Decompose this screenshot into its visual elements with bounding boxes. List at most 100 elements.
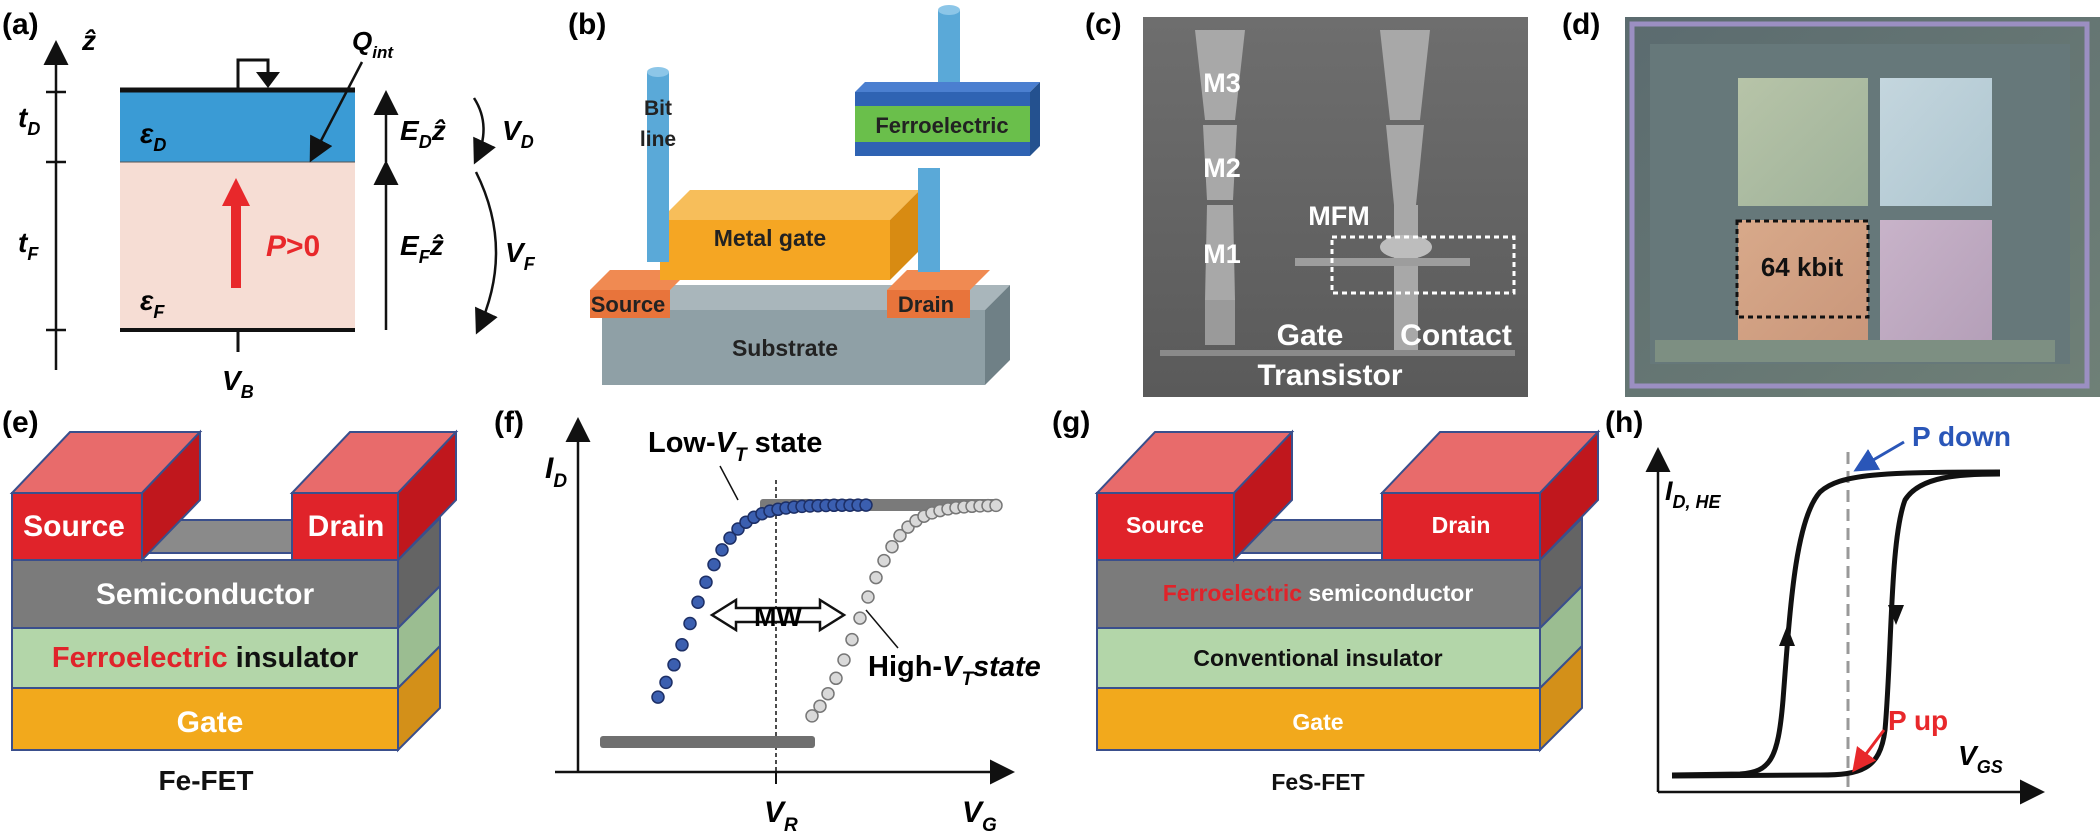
memory-block-tl bbox=[1738, 78, 1868, 206]
low-vt-curve-point bbox=[667, 658, 681, 672]
memory-block-br bbox=[1880, 220, 1992, 348]
ferro-bottom-electrode bbox=[855, 142, 1030, 156]
high-vt-curve-point bbox=[821, 686, 835, 701]
panel-g: (g) Source Drain Ferroelectric semicondu… bbox=[1052, 406, 1601, 795]
ferro-top-electrode-top bbox=[855, 82, 1040, 92]
Qint-label: Qint bbox=[352, 26, 394, 62]
drain-label: Drain bbox=[308, 510, 385, 543]
periphery-strip bbox=[1655, 340, 2055, 362]
memory-window-arrow bbox=[709, 597, 847, 633]
polarization-arrowhead-icon bbox=[222, 178, 250, 206]
panel-g-label: (g) bbox=[1052, 406, 1090, 439]
Qint-pointer bbox=[309, 61, 364, 163]
low-vt-curve-point bbox=[699, 575, 713, 589]
via-m1 bbox=[1205, 205, 1235, 300]
ferroelectric-label: Ferroelectric bbox=[875, 113, 1008, 138]
panel-b: (b) Substrate Source Drain Metal gate Bi… bbox=[568, 5, 1040, 385]
VF-arc bbox=[474, 171, 498, 335]
panel-h: (h) ID, HE VGS P down P up bbox=[1605, 406, 2045, 805]
ED-label: EDẑ bbox=[400, 115, 446, 152]
vr-label: VR bbox=[764, 796, 798, 833]
high-vt-curve-point bbox=[805, 709, 819, 723]
hysteresis-down-branch bbox=[1671, 471, 2001, 779]
drain-block bbox=[887, 290, 970, 318]
p-up-pointer bbox=[1852, 729, 1886, 773]
contact-label: Contact bbox=[1400, 319, 1512, 352]
drain-block bbox=[291, 492, 399, 561]
top-terminal bbox=[236, 58, 270, 90]
off-state-baseline bbox=[600, 736, 815, 748]
substrate-side bbox=[985, 285, 1010, 385]
low-vt-curve-point bbox=[723, 531, 737, 545]
panel-d: (d) 64 kbit bbox=[1562, 8, 2100, 397]
low-vt-pointer bbox=[719, 465, 739, 501]
high-vt-curve-point bbox=[989, 498, 1003, 513]
g-ferro-semiconductor-label: Ferroelectric semiconductor bbox=[1163, 580, 1474, 606]
source-block bbox=[11, 492, 143, 561]
panel-c: (c) M3 M2 M1 MFM Gate Contact Transistor bbox=[1085, 8, 1528, 397]
z-axis-label: ẑ bbox=[81, 25, 96, 56]
transistor-label: Transistor bbox=[1257, 359, 1402, 392]
low-vt-curve-point bbox=[675, 638, 689, 652]
semiconductor-label: Semiconductor bbox=[96, 578, 315, 611]
metal-gate-label: Metal gate bbox=[714, 225, 826, 251]
metal-gate-side bbox=[890, 190, 920, 280]
panel-d-label: (d) bbox=[1562, 8, 1600, 41]
panel-f-label: (f) bbox=[494, 406, 524, 439]
tF-label: tF bbox=[18, 227, 39, 264]
low-vt-curve-point bbox=[691, 595, 705, 609]
ferro-top-electrode bbox=[855, 92, 1030, 106]
VB-label: VB bbox=[222, 365, 254, 402]
memory-block-bl bbox=[1738, 220, 1868, 348]
g-drain-label: Drain bbox=[1432, 512, 1491, 538]
m3-label: M3 bbox=[1203, 68, 1241, 98]
panel-b-label: (b) bbox=[568, 8, 606, 41]
source-block bbox=[590, 290, 670, 318]
h-x-axis-label: VGS bbox=[1958, 740, 2003, 777]
contact-via-top bbox=[1380, 30, 1430, 120]
bit-line-label-1: Bit bbox=[644, 97, 672, 120]
id-vg-curves bbox=[600, 498, 1003, 748]
panel-e-label: (e) bbox=[2, 406, 39, 439]
high-vt-curve-point bbox=[885, 539, 899, 554]
metal-gate-top bbox=[660, 190, 920, 220]
g-gate-label: Gate bbox=[1292, 709, 1343, 735]
chip-padring bbox=[1629, 21, 2090, 389]
p-down-pointer bbox=[1853, 440, 1905, 472]
tD-label: tD bbox=[18, 102, 40, 139]
mfm-line bbox=[1295, 258, 1470, 266]
high-vt-curve-point bbox=[893, 528, 907, 543]
substrate-front bbox=[602, 310, 985, 385]
panel-a-label: (a) bbox=[2, 8, 39, 41]
f-y-axis-label: ID bbox=[545, 452, 567, 492]
drain-top bbox=[887, 270, 990, 290]
memory-block-tr bbox=[1880, 78, 1992, 206]
ferro-insulator-label: Ferroelectric insulator bbox=[52, 642, 358, 674]
mfm-highlight-box bbox=[1330, 235, 1516, 295]
top-contact-pillar bbox=[938, 10, 960, 90]
high-vt-curve-point bbox=[861, 590, 875, 604]
contact-via-mid bbox=[1386, 125, 1424, 205]
m2-label: M2 bbox=[1203, 153, 1241, 183]
high-vt-curve-point bbox=[813, 699, 827, 713]
eps-F-label: εF bbox=[140, 285, 165, 322]
high-vt-curve-point bbox=[853, 611, 867, 625]
high-vt-curve-point bbox=[845, 632, 859, 647]
g-source-label: Source bbox=[1126, 512, 1204, 538]
via-m2 bbox=[1203, 125, 1237, 200]
low-vt-curve-point bbox=[683, 616, 697, 631]
substrate-label: Substrate bbox=[732, 335, 838, 361]
via-gate bbox=[1205, 300, 1235, 345]
h-y-axis-label: ID, HE bbox=[1665, 476, 1722, 512]
eps-D-label: εD bbox=[140, 118, 166, 155]
EF-label: EFẑ bbox=[400, 230, 444, 267]
bit-line-label-2: line bbox=[640, 128, 676, 151]
panel-h-label: (h) bbox=[1605, 406, 1643, 439]
f-x-axis-label: VG bbox=[962, 796, 997, 833]
bit-line-pillar bbox=[647, 72, 669, 262]
high-vt-pointer bbox=[865, 609, 899, 649]
source-label: Source bbox=[23, 510, 125, 543]
ferro-insulator-layer bbox=[11, 627, 399, 689]
m1-label: M1 bbox=[1203, 239, 1241, 269]
down-branch-arrow-icon bbox=[1888, 605, 1904, 625]
